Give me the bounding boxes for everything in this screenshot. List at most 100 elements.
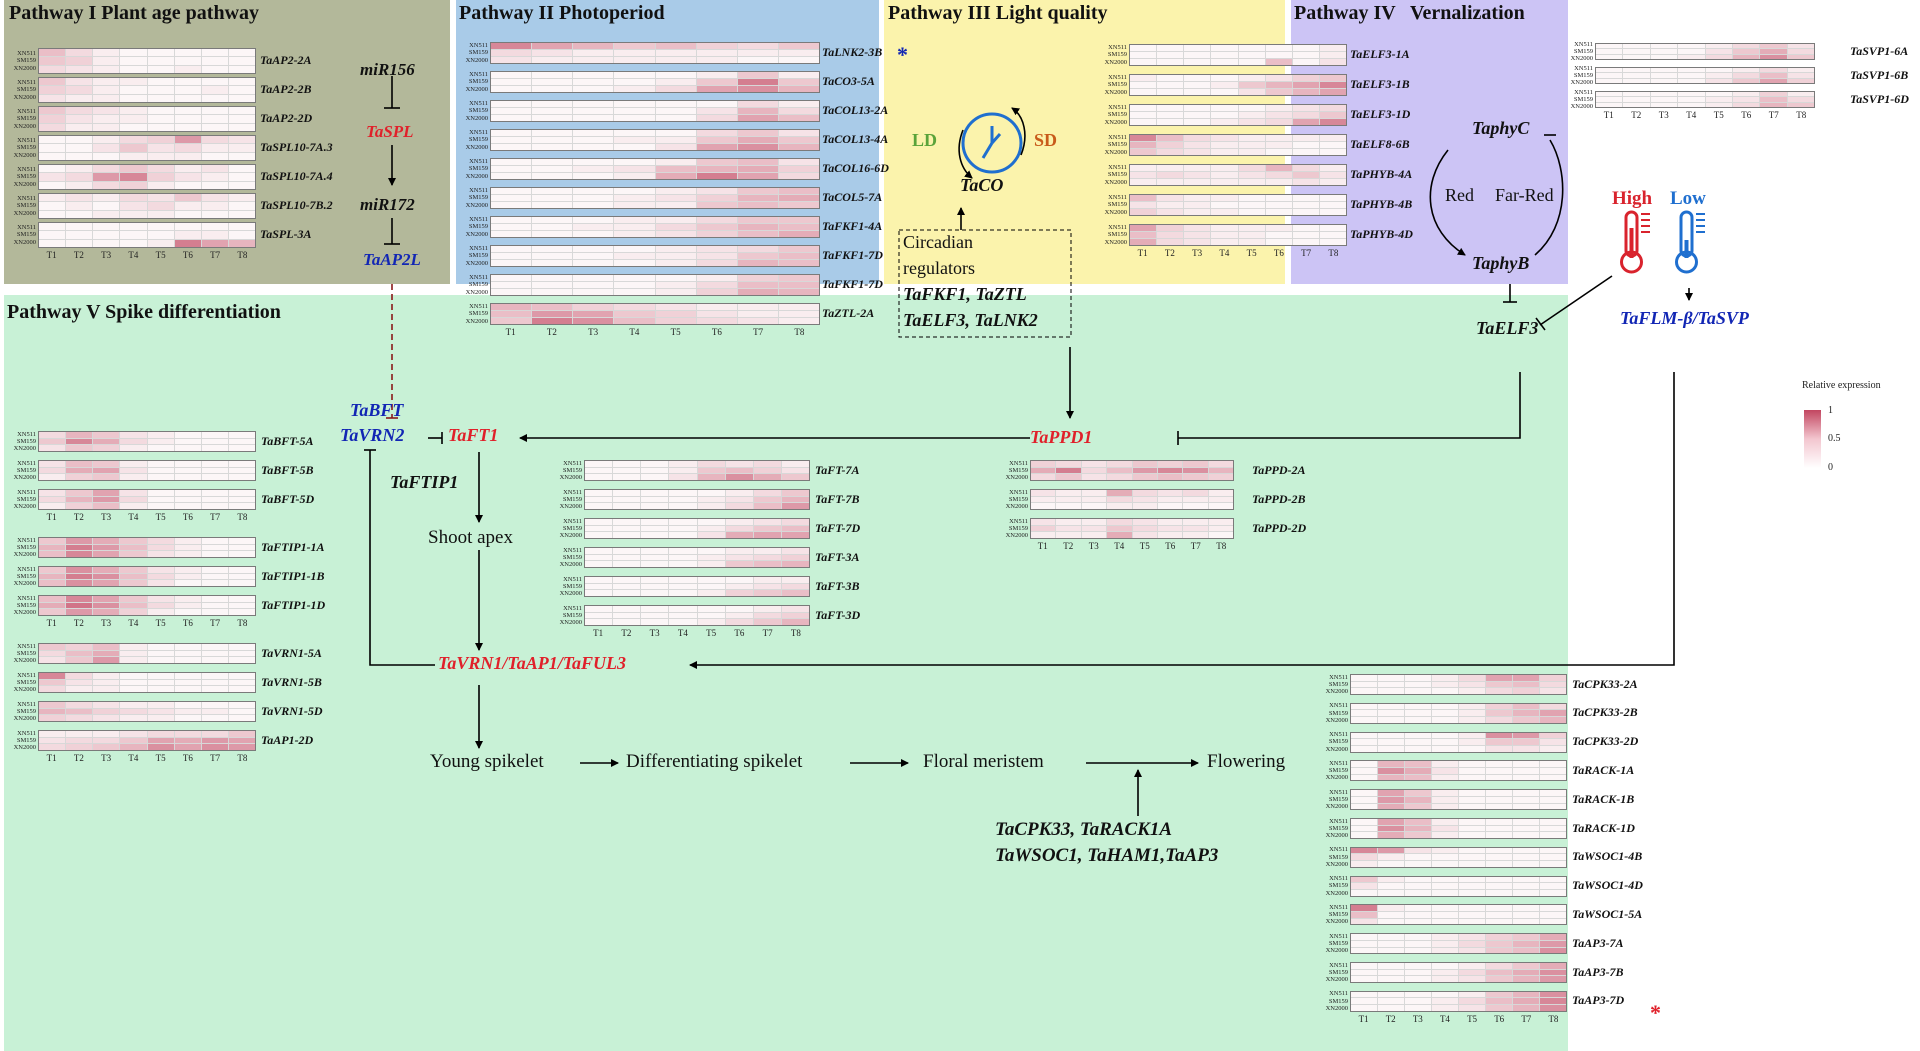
- heatmap-cell: [1265, 195, 1293, 201]
- heatmap-cell: [174, 731, 202, 737]
- gene-label: TaFKF1-7D: [822, 277, 883, 291]
- heatmap-cell: [641, 577, 670, 583]
- heatmap-cell: [147, 165, 175, 173]
- heatmap-cell: [228, 210, 255, 218]
- heatmap-cell: [1184, 52, 1212, 58]
- heatmap-cell: [201, 744, 229, 751]
- heatmap-cell: [66, 490, 94, 496]
- heatmap-cell: [1265, 225, 1293, 231]
- heatmap-cell: [174, 445, 202, 452]
- heatmap-cell: [1351, 681, 1378, 688]
- heatmap-cell: [174, 181, 202, 189]
- heatmap-cell: [778, 79, 819, 85]
- heatmap-cell: [39, 461, 67, 467]
- heatmap-cell: [696, 43, 738, 49]
- heatmap-cell: [93, 567, 121, 573]
- row-label: XN511: [1009, 517, 1028, 525]
- heatmap-cell: [573, 144, 615, 150]
- heatmap-cell: [1459, 947, 1486, 954]
- heatmap-cell: [66, 673, 94, 679]
- row-label: XN2000: [1005, 532, 1028, 540]
- heatmap-cell: [1238, 82, 1266, 88]
- heatmap-cell: [1130, 105, 1158, 111]
- heatmap-cell: [641, 590, 670, 597]
- heatmap-cell: [39, 115, 67, 123]
- row-label: SM159: [1328, 997, 1348, 1005]
- heatmap-cell: [1184, 165, 1212, 171]
- row-label: SM159: [16, 173, 36, 181]
- heatmap-cell: [120, 78, 148, 86]
- heatmap-cell: [1513, 825, 1540, 832]
- heatmap-cell: [573, 137, 615, 143]
- heatmap-cell: [1432, 912, 1459, 918]
- heatmap-cell: [93, 602, 121, 609]
- heatmap-cell: [1184, 105, 1212, 111]
- heatmap-tawsoc1-5a: [1350, 904, 1567, 926]
- heatmap-cell: [1486, 675, 1513, 681]
- time-label: T7: [210, 250, 221, 260]
- label-high: High: [1612, 188, 1653, 209]
- heatmap-cell: [1265, 179, 1293, 185]
- heatmap-cell: [1405, 905, 1432, 912]
- heatmap-cell: [201, 65, 229, 73]
- row-label: XN2000: [13, 551, 36, 559]
- heatmap-cell: [669, 561, 698, 568]
- heatmap-cell: [147, 580, 175, 587]
- heatmap-cell: [228, 152, 255, 160]
- heatmap-cell: [1351, 969, 1378, 976]
- heatmap-cell: [1540, 969, 1566, 976]
- heatmap-cell: [696, 57, 738, 63]
- node-taftip1: TaFTIP1: [390, 472, 459, 492]
- row-label: SM159: [16, 543, 36, 551]
- row-label: SM159: [16, 86, 36, 94]
- row-label: XN511: [1009, 459, 1028, 467]
- heatmap-cell: [1031, 467, 1057, 474]
- heatmap-cell: [1157, 525, 1184, 532]
- heatmap-cell: [174, 538, 202, 544]
- heatmap-cell: [39, 679, 67, 686]
- heatmap-cell: [753, 577, 782, 583]
- heatmap-cell: [1157, 225, 1185, 231]
- heatmap-cell: [1157, 112, 1185, 118]
- heatmap-cell: [1405, 969, 1432, 976]
- heatmap-cell: [1459, 963, 1486, 969]
- time-label: T4: [1114, 541, 1125, 551]
- heatmap-cell: [228, 165, 255, 173]
- heatmap-cell: [781, 612, 809, 619]
- heatmap-cell: [1486, 832, 1513, 839]
- gene-label: TaCO3-5A: [822, 74, 875, 88]
- heatmap-cell: [174, 679, 202, 686]
- heatmap-cell: [532, 108, 574, 114]
- heatmap-cell: [1208, 525, 1233, 532]
- heatmap-cell: [1405, 825, 1432, 832]
- heatmap-row: [39, 544, 255, 552]
- heatmap-cell: [1211, 149, 1239, 155]
- heatmap-cell: [696, 188, 738, 194]
- heatmap-cell: [585, 519, 614, 525]
- row-label: XN2000: [13, 609, 36, 617]
- heatmap-cell: [781, 583, 809, 590]
- heatmap-cell: [228, 573, 255, 580]
- heatmap-cell: [725, 548, 754, 554]
- heatmap-cell: [1486, 703, 1513, 710]
- heatmap-cell: [1157, 467, 1184, 474]
- heatmap-cell: [66, 573, 94, 580]
- row-label: SM159: [1107, 171, 1127, 179]
- heatmap-taap3-7a: [1350, 933, 1567, 955]
- heatmap-cell: [1238, 75, 1266, 81]
- row-label: XN511: [1574, 40, 1593, 48]
- heatmap-cell: [228, 181, 255, 189]
- heatmap-cell: [39, 715, 67, 722]
- heatmap-cell: [1486, 825, 1513, 832]
- heatmap-cell: [147, 715, 175, 722]
- heatmap-cell: [1540, 825, 1566, 832]
- heatmap-cell: [1705, 49, 1733, 54]
- heatmap-cell: [1157, 75, 1185, 81]
- heatmap-cell: [491, 217, 533, 223]
- gene-label: TaLNK2-3B: [822, 45, 883, 59]
- gene-label: TaFT-3D: [815, 607, 861, 622]
